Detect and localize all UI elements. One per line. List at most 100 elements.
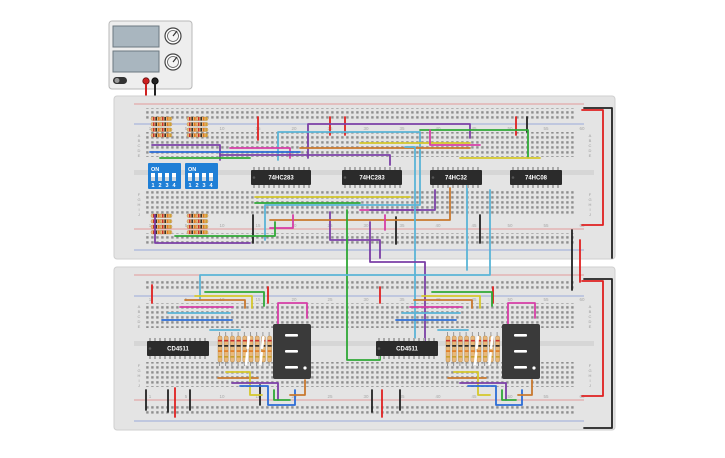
- resistor[interactable]: [248, 335, 254, 363]
- resistor[interactable]: [464, 335, 469, 363]
- row-letter: J: [138, 383, 140, 388]
- column-number: 55: [543, 394, 549, 399]
- column-number: 15: [255, 297, 261, 302]
- row-letter: G: [137, 368, 140, 373]
- column-number: 5: [185, 394, 188, 399]
- row-letter: J: [589, 212, 591, 217]
- row-letter: G: [588, 197, 591, 202]
- column-number: 20: [291, 223, 297, 228]
- chip-label: 74HC32: [445, 176, 468, 182]
- row-letter: E: [589, 153, 592, 158]
- row-letter: G: [137, 197, 140, 202]
- wire-red-rail-right: [581, 109, 604, 226]
- voltage-display: [112, 25, 160, 48]
- resistor[interactable]: [223, 335, 229, 363]
- resistor[interactable]: [470, 335, 475, 363]
- resistor[interactable]: [495, 335, 500, 363]
- column-number: 45: [471, 394, 477, 399]
- resistor[interactable]: [236, 335, 241, 363]
- chip-cd4511-a[interactable]: CD4511: [147, 338, 209, 359]
- resistor[interactable]: [483, 335, 488, 363]
- wire-black-rail-right-2: [583, 278, 613, 429]
- dip-position-label: 3: [165, 183, 168, 189]
- column-number: 10: [219, 126, 225, 131]
- row-letter: C: [138, 143, 141, 148]
- dip-position-label: 4: [209, 183, 213, 189]
- row-letter: I: [138, 378, 139, 383]
- digit-value: 8: [292, 376, 293, 378]
- column-number: 20: [291, 126, 297, 131]
- row-letter: B: [138, 309, 141, 314]
- chip-74hc08[interactable]: 74HC08: [510, 167, 562, 188]
- row-letter: H: [589, 373, 592, 378]
- row-letter: J: [138, 212, 140, 217]
- column-number: 1: [149, 297, 152, 302]
- dip-position-label: 4: [172, 183, 176, 189]
- column-number: 15: [255, 223, 261, 228]
- seven-segment-display-2: 8: [473, 324, 540, 379]
- column-number: 50: [507, 394, 513, 399]
- resistor[interactable]: [458, 335, 463, 363]
- column-number: 40: [435, 223, 441, 228]
- column-number: 30: [363, 126, 369, 131]
- column-number: 25: [327, 394, 333, 399]
- row-letter: H: [138, 373, 141, 378]
- seven-segment-display-1: 8: [244, 324, 311, 379]
- row-letter: D: [589, 148, 592, 153]
- column-number: 1: [149, 126, 152, 131]
- row-letter: F: [138, 363, 141, 368]
- positive-terminal[interactable]: [142, 77, 150, 85]
- resistor[interactable]: [452, 335, 457, 363]
- resistor[interactable]: [267, 335, 272, 363]
- resistor-arrays: [150, 116, 500, 366]
- wire-black-rail-right: [583, 107, 613, 259]
- row-letter: C: [589, 314, 592, 319]
- column-number: 30: [363, 394, 369, 399]
- column-number: 45: [471, 297, 477, 302]
- row-letter: A: [138, 304, 141, 309]
- resistor[interactable]: [254, 335, 260, 363]
- column-number: 5: [185, 126, 188, 131]
- column-number: 40: [435, 126, 441, 131]
- row-letter: C: [589, 143, 592, 148]
- wire-red-rail-right-2: [581, 280, 604, 397]
- column-number: 20: [291, 297, 297, 302]
- column-number: 50: [507, 126, 513, 131]
- chip-74hc32[interactable]: 74HC32: [430, 167, 482, 188]
- row-letter: J: [589, 383, 591, 388]
- resistor[interactable]: [445, 335, 451, 363]
- column-number: 50: [507, 297, 513, 302]
- wires: [145, 107, 613, 429]
- row-letter: C: [138, 314, 141, 319]
- column-number: 30: [363, 297, 369, 302]
- chip-label: CD4511: [167, 347, 189, 353]
- column-number: 1: [149, 223, 152, 228]
- dip-on-label: ON: [188, 167, 196, 173]
- chip-cd4511-b[interactable]: CD4511: [376, 338, 438, 359]
- row-letter: D: [138, 148, 141, 153]
- chip-74hc283-b[interactable]: 74HC283: [342, 167, 402, 188]
- chip-label: 74HC283: [359, 176, 385, 182]
- dip-position-label: 3: [202, 183, 205, 189]
- dip-position-label: 1: [151, 183, 154, 189]
- dc-power-supply[interactable]: [108, 20, 193, 90]
- row-letter: B: [589, 138, 592, 143]
- dip-position-label: 1: [188, 183, 191, 189]
- row-letter: H: [589, 202, 592, 207]
- row-letter: D: [138, 319, 141, 324]
- row-letter: F: [138, 192, 141, 197]
- chip-label: CD4511: [396, 347, 418, 353]
- row-letter: A: [589, 304, 592, 309]
- resistor[interactable]: [230, 335, 235, 363]
- chip-74hc283-a[interactable]: 74HC283: [251, 167, 311, 188]
- resistor[interactable]: [217, 335, 223, 363]
- row-letter: I: [589, 378, 590, 383]
- column-number: 55: [543, 223, 549, 228]
- negative-terminal[interactable]: [151, 77, 159, 85]
- column-number: 55: [543, 126, 549, 131]
- column-number: 35: [399, 297, 405, 302]
